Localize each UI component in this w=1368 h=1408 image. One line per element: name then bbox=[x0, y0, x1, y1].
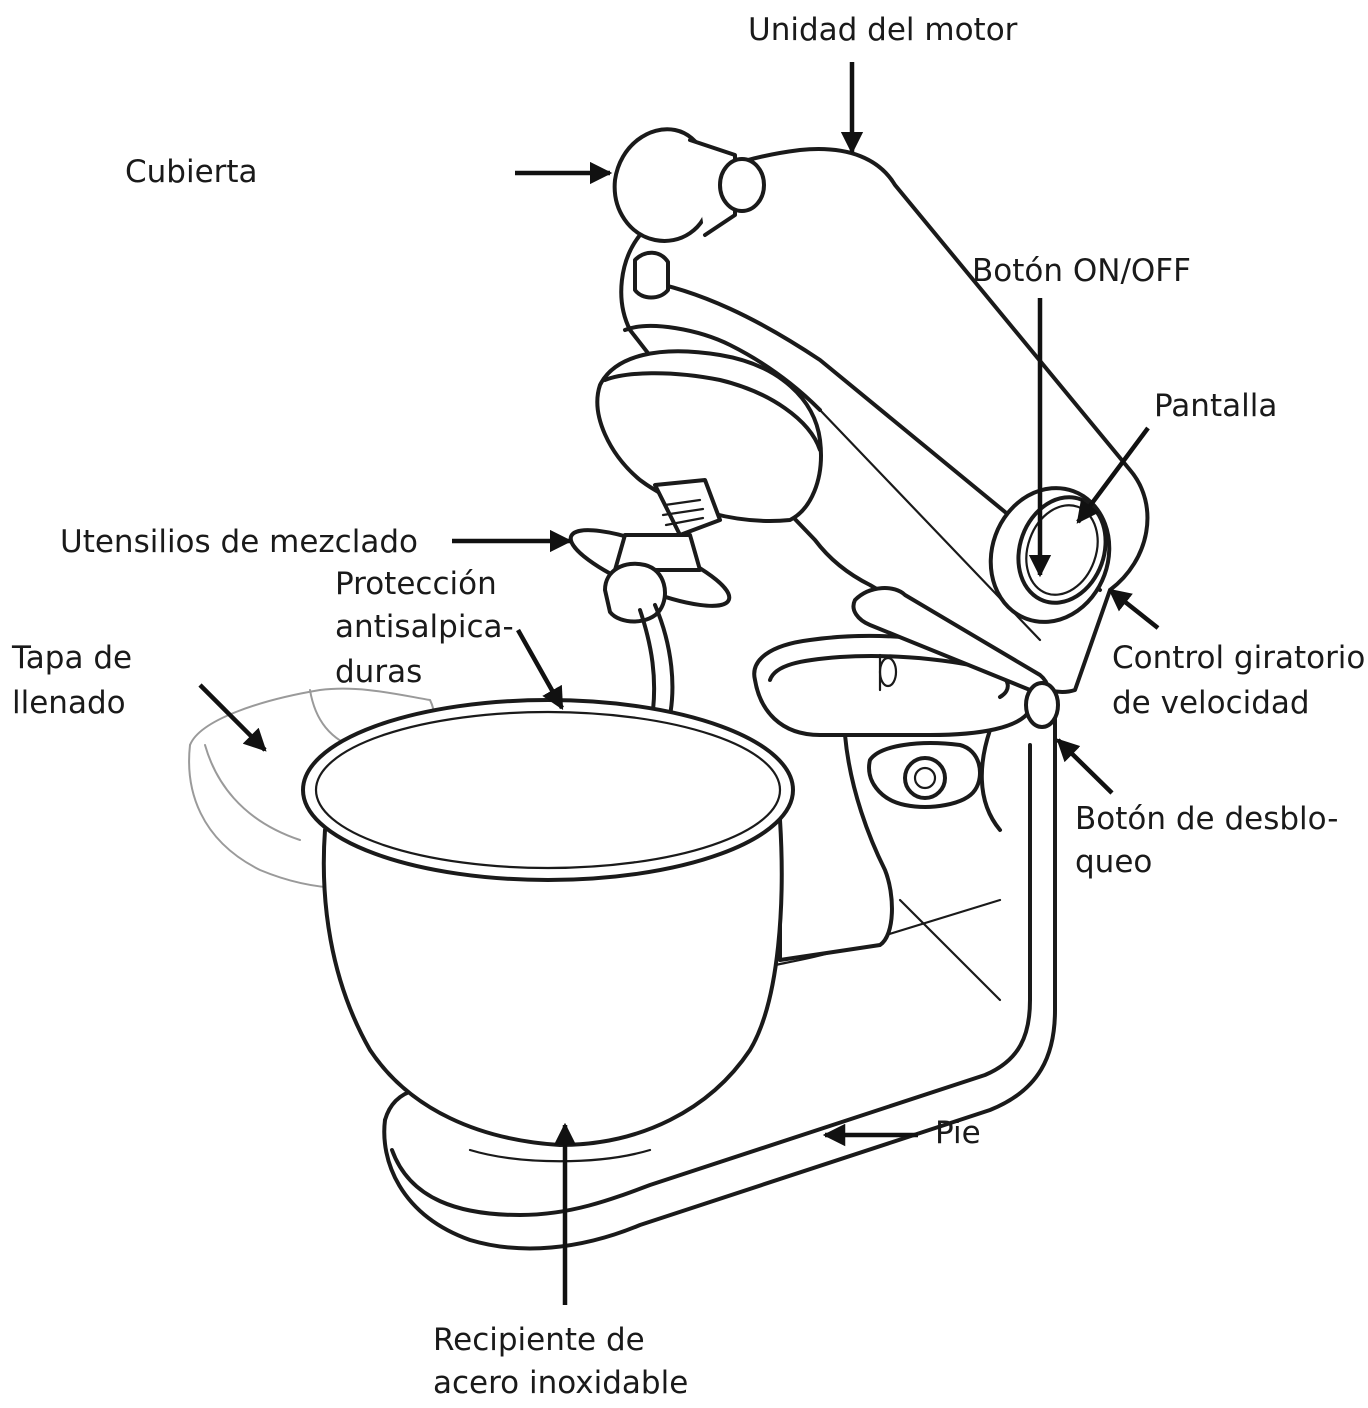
callout-labels: Unidad del motor Cubierta Botón ON/OFF P… bbox=[11, 12, 1365, 1401]
label-splash-guard-1: Protección bbox=[335, 566, 497, 602]
label-on-off: Botón ON/OFF bbox=[972, 253, 1191, 289]
mixer-column bbox=[778, 728, 1002, 962]
label-bowl-1: Recipiente de bbox=[433, 1322, 645, 1358]
label-display: Pantalla bbox=[1154, 388, 1277, 424]
label-release-button-2: queo bbox=[1075, 844, 1152, 880]
arrow-splash-guard bbox=[516, 628, 564, 710]
arrow-release-button bbox=[1056, 738, 1114, 795]
label-mixing-tools: Utensilios de mezclado bbox=[60, 524, 418, 560]
label-motor-unit: Unidad del motor bbox=[748, 12, 1018, 48]
mixer-illustration bbox=[188, 127, 1150, 1251]
arrow-speed-dial bbox=[1108, 588, 1160, 630]
callout-arrows bbox=[198, 62, 1160, 1305]
label-speed-dial-1: Control giratorio bbox=[1112, 640, 1365, 676]
arrow-fill-lid bbox=[198, 683, 267, 752]
label-base: Pie bbox=[935, 1115, 981, 1151]
arrow-display bbox=[1076, 426, 1150, 524]
label-speed-dial-2: de velocidad bbox=[1112, 685, 1310, 721]
label-splash-guard-3: duras bbox=[335, 654, 422, 690]
label-splash-guard-2: antisalpica- bbox=[335, 609, 514, 645]
mixer-cover bbox=[612, 127, 766, 300]
label-bowl-2: acero inoxidable bbox=[433, 1365, 688, 1401]
label-release-button-1: Botón de desblo- bbox=[1075, 801, 1338, 837]
label-fill-lid-2: llenado bbox=[12, 685, 126, 721]
label-fill-lid-1: Tapa de bbox=[11, 640, 132, 676]
label-cover: Cubierta bbox=[125, 154, 258, 190]
mixing-bowl bbox=[301, 698, 795, 1163]
